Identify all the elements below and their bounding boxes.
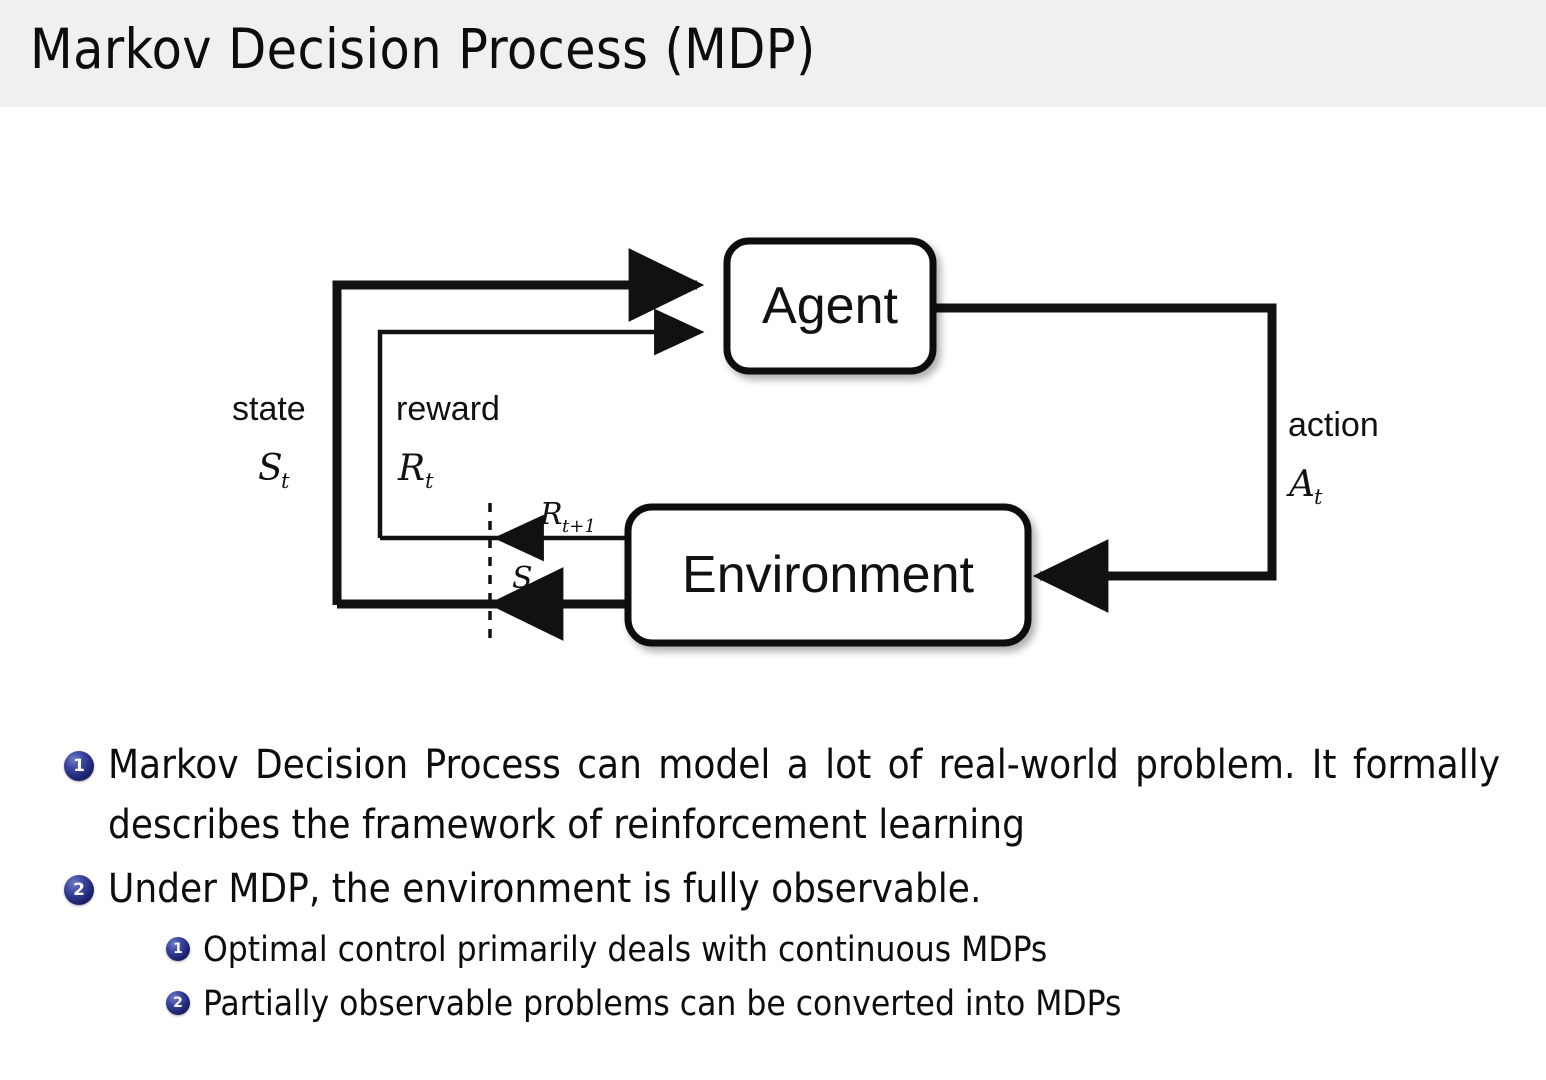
list-item: 1 Optimal control primarily deals with c…: [0, 923, 1546, 977]
environment-label: Environment: [682, 546, 974, 604]
reward-label-group: reward R t: [396, 390, 500, 493]
action-path-agent-to-env: [933, 303, 1277, 613]
action-label-group: action A t: [1286, 406, 1379, 509]
state-path-up-to-agent: [332, 248, 705, 605]
bullet-list: 1 Markov Decision Process can model a lo…: [0, 735, 1546, 1031]
reward-word-label: reward: [396, 390, 500, 428]
list-item: 1 Markov Decision Process can model a lo…: [0, 735, 1546, 855]
slide-header-bar: Markov Decision Process (MDP): [0, 0, 1546, 107]
agent-label: Agent: [762, 277, 898, 335]
next-reward-label-group: R t+1: [539, 497, 596, 537]
next-state-subscript: t+1: [533, 580, 567, 601]
list-item-text: Under MDP, the environment is fully obse…: [108, 866, 982, 912]
next-state-symbol-label: S: [512, 561, 533, 596]
sub-bullet-badge-2: 2: [166, 991, 190, 1015]
next-reward-subscript: t+1: [562, 516, 596, 537]
bullet-badge-1: 1: [64, 751, 94, 781]
list-item-text: Markov Decision Process can model a lot …: [108, 742, 1500, 848]
list-item: 2 Partially observable problems can be c…: [0, 977, 1546, 1031]
agent-node: Agent: [723, 237, 937, 375]
action-symbol-label: A: [1286, 464, 1315, 505]
sub-list-item-text: Optimal control primarily deals with con…: [203, 930, 1048, 970]
list-item: 2 Under MDP, the environment is fully ob…: [0, 859, 1546, 919]
reward-symbol-label: R: [397, 448, 425, 489]
next-state-label-group: S t+1: [512, 561, 567, 601]
reward-path-up-to-agent: [377, 308, 705, 538]
state-symbol-subscript: t: [281, 469, 290, 493]
bullet-badge-2: 2: [64, 875, 94, 905]
environment-box: [624, 503, 1032, 647]
sub-list-item-text: Partially observable problems can be con…: [203, 984, 1122, 1024]
agent-box: [723, 237, 937, 375]
sub-bullet-badge-1: 1: [166, 937, 190, 961]
reward-symbol-subscript: t: [425, 469, 434, 493]
state-label-group: state S t: [232, 390, 306, 493]
mdp-diagram: Agent Environment state S t reward R t a…: [0, 120, 1546, 700]
environment-node: Environment: [624, 503, 1032, 647]
action-symbol-subscript: t: [1314, 485, 1323, 509]
state-symbol-label: S: [258, 448, 283, 489]
page-title: Markov Decision Process (MDP): [30, 17, 816, 81]
next-reward-symbol-label: R: [539, 497, 563, 532]
action-word-label: action: [1288, 406, 1379, 444]
agent-environment-loop-svg: Agent Environment state S t reward R t a…: [232, 237, 1379, 647]
state-word-label: state: [232, 390, 306, 428]
